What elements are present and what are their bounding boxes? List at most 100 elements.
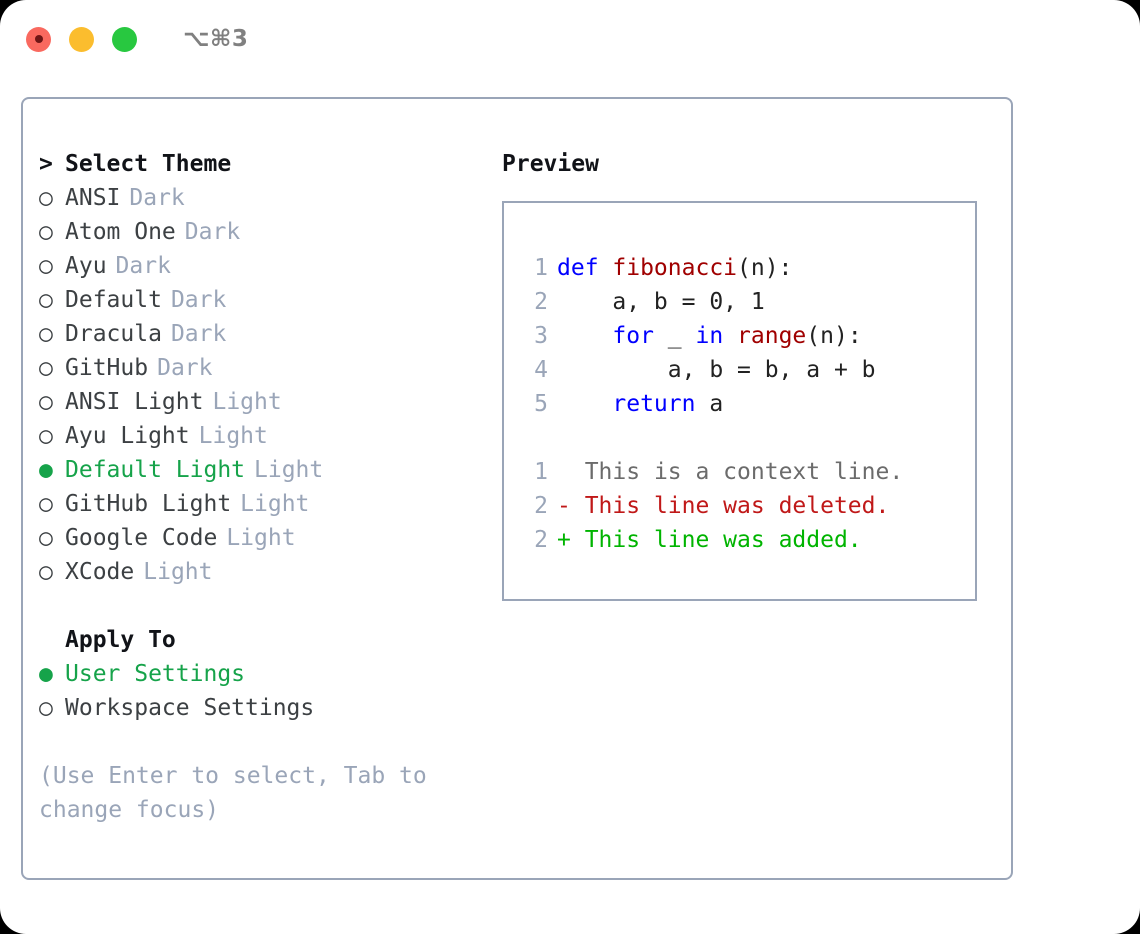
theme-option-category: Dark bbox=[129, 185, 185, 211]
radio-unselected-icon: ○ bbox=[39, 388, 53, 415]
radio-unselected-icon: ○ bbox=[39, 218, 53, 245]
theme-option-default-dark[interactable]: ○ Default Dark bbox=[39, 283, 499, 317]
apply-to-option-user-settings[interactable]: ● User Settings bbox=[39, 657, 499, 691]
apply-to-option-workspace-settings[interactable]: ○ Workspace Settings bbox=[39, 691, 499, 725]
radio-selected-icon: ● bbox=[39, 456, 53, 483]
code-token-plain: _ bbox=[653, 323, 696, 349]
code-token-plain bbox=[557, 323, 612, 349]
theme-option-label: GitHub Light bbox=[65, 491, 232, 517]
theme-option-ansi-light[interactable]: ○ ANSI Light Light bbox=[39, 385, 499, 419]
line-number: 3 bbox=[534, 323, 548, 349]
radio-unselected-icon: ○ bbox=[39, 184, 53, 211]
code-token-plain: a, b = b, a + b bbox=[557, 357, 876, 383]
theme-option-category: Light bbox=[212, 389, 282, 415]
diff-line-context: 1 This is a context line. bbox=[522, 455, 975, 489]
theme-option-atom-one-dark[interactable]: ○ Atom One Dark bbox=[39, 215, 499, 249]
theme-list-column: > Select Theme ○ ANSI Dark ○ Atom One Da… bbox=[39, 147, 499, 827]
diff-sign bbox=[557, 459, 571, 485]
traffic-lights bbox=[26, 26, 137, 52]
theme-option-default-light[interactable]: ● Default Light Light bbox=[39, 453, 499, 487]
code-line: 1 def fibonacci(n): bbox=[522, 251, 975, 285]
keyboard-shortcut-label: ⌥⌘3 bbox=[183, 26, 249, 52]
code-content: def fibonacci(n): bbox=[557, 255, 792, 281]
radio-unselected-icon: ○ bbox=[39, 320, 53, 347]
minimize-window-button[interactable] bbox=[69, 26, 94, 52]
code-content: a, b = b, a + b bbox=[557, 357, 876, 383]
theme-option-category: Light bbox=[143, 559, 213, 585]
theme-option-ayu-light[interactable]: ○ Ayu Light Light bbox=[39, 419, 499, 453]
radio-unselected-icon: ○ bbox=[39, 354, 53, 381]
diff-text: This line was added. bbox=[570, 527, 862, 553]
code-preview-box: 1 def fibonacci(n): 2 a, b = 0, 1 3 for … bbox=[502, 201, 977, 601]
code-token-function: range bbox=[737, 323, 807, 349]
code-token-plain: a, b = 0, 1 bbox=[557, 289, 765, 315]
code-token-plain: a bbox=[695, 391, 724, 417]
code-token-keyword: return bbox=[612, 391, 696, 417]
theme-option-dracula-dark[interactable]: ○ Dracula Dark bbox=[39, 317, 499, 351]
code-token-plain: (n): bbox=[806, 323, 862, 349]
theme-option-label: GitHub bbox=[65, 355, 149, 381]
theme-option-label: Google Code bbox=[65, 525, 218, 551]
theme-option-category: Dark bbox=[170, 321, 227, 347]
keyboard-hint-text: (Use Enter to select, Tab to change focu… bbox=[39, 763, 427, 823]
theme-option-label: Default bbox=[65, 287, 162, 313]
theme-option-github-dark[interactable]: ○ GitHub Dark bbox=[39, 351, 499, 385]
theme-option-label: Dracula bbox=[65, 321, 162, 347]
diff-sign: + bbox=[557, 527, 571, 553]
preview-column: Preview 1 def fibonacci(n): 2 a, b = 0, … bbox=[502, 147, 992, 601]
radio-selected-icon: ● bbox=[39, 660, 53, 687]
theme-option-label: Default Light bbox=[65, 457, 246, 483]
theme-option-category: Dark bbox=[157, 355, 213, 381]
theme-option-label: Atom One bbox=[65, 219, 176, 245]
select-theme-heading: > Select Theme bbox=[39, 147, 499, 181]
radio-unselected-icon: ○ bbox=[39, 558, 53, 585]
radio-unselected-icon: ○ bbox=[39, 422, 53, 449]
theme-option-category: Light bbox=[226, 525, 296, 551]
code-token-keyword: for bbox=[612, 323, 654, 349]
theme-option-ansi-dark[interactable]: ○ ANSI Dark bbox=[39, 181, 499, 215]
diff-line-added: 2 + This line was added. bbox=[522, 523, 975, 557]
line-number: 2 bbox=[534, 527, 548, 553]
line-number: 5 bbox=[534, 391, 548, 417]
code-line: 4 a, b = b, a + b bbox=[522, 353, 975, 387]
apply-to-heading: Apply To bbox=[65, 627, 176, 653]
code-line: 3 for _ in range(n): bbox=[522, 319, 975, 353]
theme-option-google-code[interactable]: ○ Google Code Light bbox=[39, 521, 499, 555]
code-content: a, b = 0, 1 bbox=[557, 289, 765, 315]
code-token-keyword: def bbox=[557, 255, 613, 281]
diff-sign: - bbox=[557, 493, 571, 519]
select-theme-heading-label: Select Theme bbox=[65, 151, 232, 177]
preview-heading: Preview bbox=[502, 151, 599, 177]
theme-option-label: Ayu bbox=[65, 253, 107, 279]
code-blank-line bbox=[522, 421, 975, 455]
code-token-plain bbox=[723, 323, 737, 349]
line-number: 2 bbox=[534, 493, 548, 519]
theme-option-category: Light bbox=[240, 491, 310, 517]
radio-unselected-icon: ○ bbox=[39, 694, 53, 721]
line-number: 1 bbox=[534, 459, 548, 485]
zoom-window-button[interactable] bbox=[112, 26, 137, 52]
theme-option-category: Dark bbox=[170, 287, 227, 313]
theme-option-xcode[interactable]: ○ XCode Light bbox=[39, 555, 499, 589]
theme-option-category: Dark bbox=[184, 219, 241, 245]
code-token-function: fibonacci bbox=[612, 255, 738, 281]
code-content: return a bbox=[557, 391, 723, 417]
code-token-keyword: in bbox=[695, 323, 724, 349]
code-line: 5 return a bbox=[522, 387, 975, 421]
radio-unselected-icon: ○ bbox=[39, 524, 53, 551]
theme-option-category: Light bbox=[254, 457, 324, 483]
code-token-plain bbox=[557, 391, 612, 417]
radio-unselected-icon: ○ bbox=[39, 252, 53, 279]
line-number: 2 bbox=[534, 289, 548, 315]
theme-option-label: ANSI Light bbox=[65, 389, 204, 415]
radio-unselected-icon: ○ bbox=[39, 490, 53, 517]
line-number: 4 bbox=[534, 357, 548, 383]
theme-picker-panel: > Select Theme ○ ANSI Dark ○ Atom One Da… bbox=[21, 97, 1013, 880]
theme-option-category: Dark bbox=[115, 253, 171, 279]
close-window-button[interactable] bbox=[26, 26, 51, 52]
theme-option-github-light[interactable]: ○ GitHub Light Light bbox=[39, 487, 499, 521]
theme-option-category: Light bbox=[198, 423, 268, 449]
theme-option-label: XCode bbox=[65, 559, 135, 585]
theme-option-ayu-dark[interactable]: ○ Ayu Dark bbox=[39, 249, 499, 283]
